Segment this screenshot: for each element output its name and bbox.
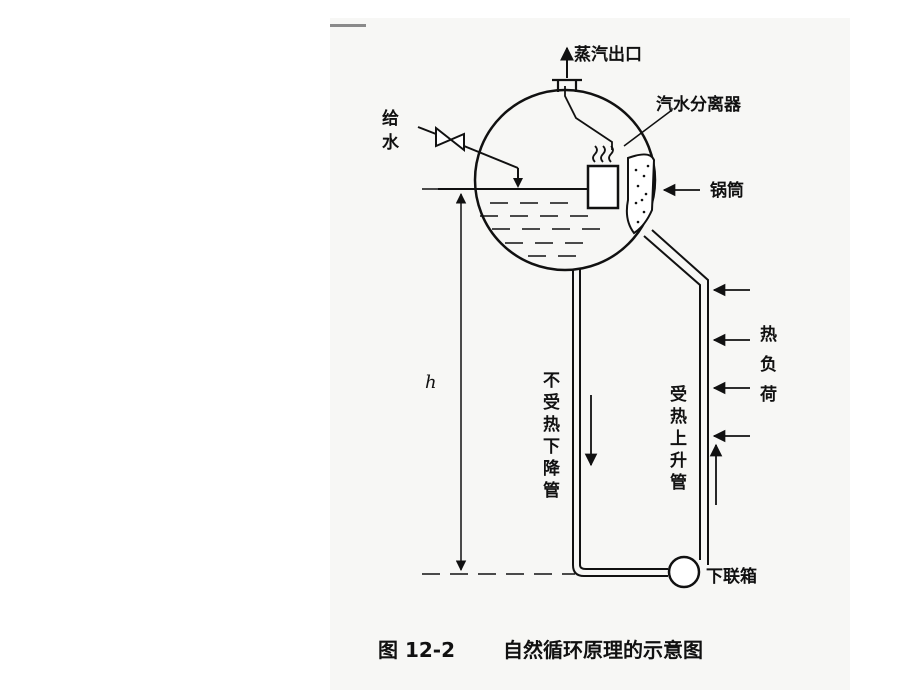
lower-header xyxy=(667,555,701,589)
downcomer-pipe xyxy=(572,269,668,577)
feed-water-pipe xyxy=(417,126,519,184)
downcomer-char: 降 xyxy=(543,458,561,479)
steam-water-separator xyxy=(586,164,620,210)
top-rule xyxy=(330,24,366,27)
feed-water-label-1: 给 xyxy=(382,108,399,129)
figure-number: 图 12-2 xyxy=(378,638,455,662)
downcomer-char: 受 xyxy=(543,392,560,413)
header-label: 下联箱 xyxy=(706,566,757,587)
heat-load-char: 热 xyxy=(760,324,777,345)
riser-char: 受 xyxy=(670,384,687,405)
heat-load-char: 负 xyxy=(760,354,777,375)
heat-load-char: 荷 xyxy=(760,384,777,405)
riser-pipe xyxy=(643,229,709,565)
riser-label: 受 热 上 升 管 xyxy=(670,384,687,493)
drum-label: 锅筒 xyxy=(710,180,744,201)
downcomer-char: 管 xyxy=(543,480,560,501)
steam-wisps xyxy=(592,145,614,163)
downcomer-label: 不 受 热 下 降 管 xyxy=(543,371,561,501)
downcomer-char: 下 xyxy=(543,437,560,457)
separator-label: 汽水分离器 xyxy=(656,94,742,115)
heat-load-label: 热 负 荷 xyxy=(760,324,777,405)
riser-inlet-zone xyxy=(625,153,656,235)
height-label: h xyxy=(425,372,437,393)
heat-load-arrows xyxy=(712,283,750,443)
steam-outlet-label: 蒸汽出口 xyxy=(574,44,642,65)
riser-char: 管 xyxy=(670,472,687,493)
figure-panel xyxy=(330,18,850,690)
steam-outlet-nozzle xyxy=(552,78,582,92)
feed-water-arrowhead xyxy=(513,178,523,188)
feed-water-valve-icon xyxy=(435,125,465,153)
downcomer-char: 热 xyxy=(543,414,560,435)
riser-inlet-dots xyxy=(634,164,650,224)
riser-char: 升 xyxy=(670,451,687,471)
riser-char: 上 xyxy=(670,429,687,449)
steam-pipe xyxy=(564,86,613,150)
downcomer-char: 不 xyxy=(543,371,560,391)
riser-char: 热 xyxy=(670,406,687,427)
figure-title: 自然循环原理的示意图 xyxy=(503,638,703,662)
feed-water-label-2: 水 xyxy=(382,132,400,153)
water-dashes xyxy=(480,202,600,257)
separator-leader-line xyxy=(623,109,673,147)
